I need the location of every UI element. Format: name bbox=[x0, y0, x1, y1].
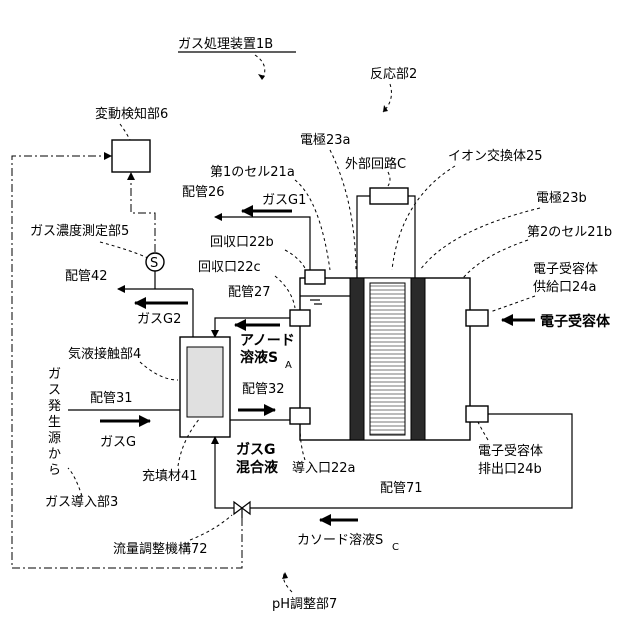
gas-g-mixed-label-1: ガスG bbox=[236, 442, 276, 458]
electrode-a bbox=[350, 278, 364, 440]
electron-acceptor-supply-leader bbox=[490, 296, 535, 312]
electrode-a-label: 電極23a bbox=[300, 132, 351, 148]
external-circuit-leader bbox=[388, 172, 390, 186]
ph-adjuster-label: pH調整部7 bbox=[272, 597, 337, 612]
svg-text:源: 源 bbox=[48, 431, 61, 446]
recovery-port-22b bbox=[305, 270, 325, 284]
gas-g-mixed-label-2: 混合液 bbox=[236, 459, 279, 476]
external-circuit-wire-right bbox=[408, 196, 415, 278]
filler-material bbox=[187, 347, 223, 417]
svg-text:生: 生 bbox=[48, 415, 61, 430]
gas-conc-meter-leader bbox=[100, 242, 148, 258]
gas-liquid-contact-label: 気液接触部4 bbox=[68, 346, 141, 362]
fluctuation-detector-label: 変動検知部6 bbox=[95, 106, 168, 122]
anode-solution-label-2: 溶液S bbox=[240, 349, 278, 366]
electron-acceptor-supply-label-1: 電子受容体 bbox=[533, 261, 598, 277]
return-to-contact-line bbox=[215, 437, 236, 508]
gas-conc-meter-label: ガス濃度測定部5 bbox=[30, 223, 129, 239]
second-cell-label: 第2のセル21b bbox=[527, 225, 612, 240]
ph-adjuster-arrow bbox=[282, 572, 288, 579]
electron-acceptor-supply-label-2: 供給口24a bbox=[533, 280, 597, 295]
flow-regulator-leader bbox=[190, 515, 232, 540]
fluctuation-detector-leader bbox=[120, 124, 130, 140]
gas-source-label: ガ ス 発 生 源 か ら bbox=[48, 367, 61, 478]
electrode-b bbox=[411, 278, 425, 440]
gas-g2-label: ガスG2 bbox=[137, 312, 181, 327]
flow-regulator-label: 流量調整機構72 bbox=[113, 542, 208, 557]
ion-exchanger-membrane bbox=[370, 283, 405, 435]
sensor-symbol: S bbox=[150, 256, 158, 271]
gas-inlet-label: ガス導入部3 bbox=[45, 495, 118, 510]
sensor-signal-line bbox=[131, 178, 155, 252]
gas-g-label: ガスG bbox=[100, 435, 136, 450]
external-circuit-box bbox=[370, 188, 408, 204]
title: ガス処理装置1B bbox=[178, 37, 273, 52]
electron-acceptor-discharge-label-1: 電子受容体 bbox=[478, 443, 543, 459]
title-leader-arrow bbox=[258, 74, 265, 80]
recovery-22b-leader bbox=[285, 250, 306, 270]
electrode-b-label: 電極23b bbox=[536, 190, 587, 206]
sensor-signal-arrow bbox=[127, 172, 135, 180]
fluctuation-detector-box bbox=[112, 140, 150, 172]
gas-liquid-contact-leader bbox=[140, 362, 178, 380]
pipe71-label: 配管71 bbox=[380, 481, 423, 496]
pipe42-label: 配管42 bbox=[65, 269, 108, 284]
svg-text:ス: ス bbox=[48, 383, 61, 398]
electrode-b-leader bbox=[420, 208, 540, 270]
reaction-unit-label: 反応部2 bbox=[370, 67, 417, 82]
cathode-subscript: C bbox=[392, 542, 399, 553]
external-circuit-label: 外部回路C bbox=[345, 156, 406, 172]
svg-text:ガ: ガ bbox=[48, 367, 61, 382]
pipe26-label: 配管26 bbox=[182, 185, 225, 200]
pipe32-label: 配管32 bbox=[242, 382, 285, 397]
svg-text:か: か bbox=[48, 447, 61, 462]
inlet-22a-label: 導入口22a bbox=[292, 461, 356, 476]
ion-exchanger-label: イオン交換体25 bbox=[448, 148, 543, 164]
ion-exchanger-leader bbox=[392, 166, 455, 270]
inlet-port-22a bbox=[290, 408, 310, 424]
external-circuit-wire-left bbox=[357, 196, 370, 278]
electron-acceptor-discharge-leader bbox=[478, 422, 488, 440]
anode-solution-label: アノード bbox=[240, 333, 295, 349]
recovery-22c-leader bbox=[275, 276, 295, 308]
pipe27-label: 配管27 bbox=[228, 285, 271, 300]
svg-text:発: 発 bbox=[48, 399, 61, 414]
recovery-port-22c bbox=[290, 310, 310, 326]
recovery-22b-label: 回収口22b bbox=[210, 235, 274, 250]
gas-g1-label: ガスG1 bbox=[262, 193, 306, 208]
reaction-unit-arrow bbox=[383, 105, 388, 112]
control-signal-arrow bbox=[104, 152, 112, 160]
gas-inlet-leader bbox=[68, 468, 82, 496]
filler-label: 充填材41 bbox=[142, 468, 198, 484]
anode-subscript: A bbox=[285, 360, 292, 371]
svg-text:ら: ら bbox=[48, 463, 61, 478]
pipe31-label: 配管31 bbox=[90, 391, 133, 406]
electron-acceptor-supply-port bbox=[466, 310, 488, 326]
cathode-solution-label: カソード溶液S bbox=[297, 533, 383, 548]
first-cell-label: 第1のセル21a bbox=[210, 165, 295, 180]
electron-acceptor-discharge-port bbox=[466, 406, 488, 422]
electron-acceptor-discharge-label-2: 排出口24b bbox=[478, 462, 542, 477]
electron-acceptor-label: 電子受容体 bbox=[540, 313, 611, 330]
recovery-22c-label: 回収口22c bbox=[198, 260, 261, 275]
